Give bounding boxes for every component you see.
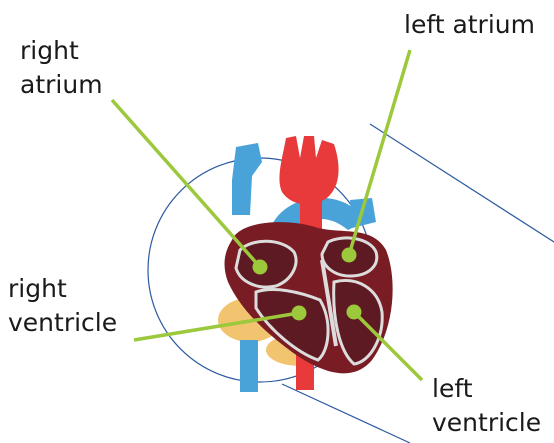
label-left-ventricle-line1: left — [432, 372, 541, 406]
label-left-ventricle-line2: ventricle — [432, 406, 541, 440]
dot-left-atrium — [342, 248, 357, 263]
label-right-ventricle-line1: right — [8, 272, 117, 306]
label-right-ventricle: right ventricle — [8, 272, 117, 340]
dot-right-ventricle — [292, 306, 307, 321]
dot-left-ventricle — [347, 305, 362, 320]
label-right-atrium-line1: right — [20, 34, 103, 68]
label-right-ventricle-line2: ventricle — [8, 306, 117, 340]
zoom-line-top — [370, 124, 554, 242]
zoom-line-bottom — [282, 384, 410, 443]
label-right-atrium: right atrium — [20, 34, 103, 102]
label-right-atrium-line2: atrium — [20, 68, 103, 102]
label-left-atrium-line1: left atrium — [404, 8, 535, 42]
label-left-ventricle: left ventricle — [432, 372, 541, 440]
leader-left-atrium — [349, 50, 410, 255]
label-left-atrium: left atrium — [404, 8, 535, 42]
superior-vena-cava — [232, 143, 262, 215]
aortic-arch — [279, 136, 338, 204]
dot-right-atrium — [253, 260, 268, 275]
inferior-vena-cava — [240, 340, 258, 392]
